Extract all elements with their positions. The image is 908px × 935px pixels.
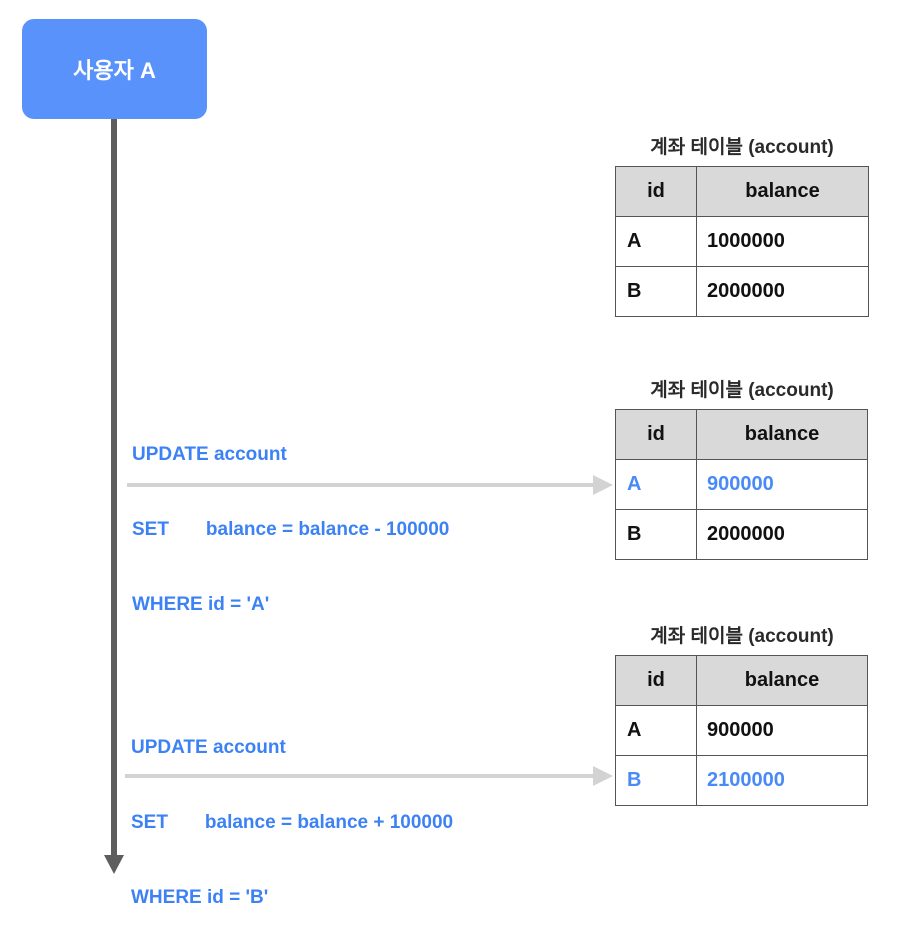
cell-balance: 1000000 (696, 216, 869, 267)
table-caption-3: 계좌 테이블 (account) (650, 626, 834, 647)
sql-statement-1: UPDATE account SET balance = balance - 1… (132, 392, 449, 642)
cell-balance: 2100000 (696, 755, 868, 806)
cell-balance: 2000000 (696, 266, 869, 317)
timeline-line (111, 119, 117, 857)
account-table-2: id balance A 900000 B 2000000 (615, 409, 868, 560)
cell-id: A (615, 216, 697, 267)
cell-id: B (615, 755, 697, 806)
column-header-id: id (615, 409, 697, 460)
table-row: A 900000 (615, 705, 868, 756)
table-row: A 1000000 (615, 216, 869, 267)
column-header-balance: balance (696, 166, 869, 217)
table-caption-2: 계좌 테이블 (account) (650, 380, 834, 401)
column-header-id: id (615, 166, 697, 217)
table-row: B 2100000 (615, 755, 868, 806)
user-a-box: 사용자 A (22, 19, 207, 119)
table-header-row: id balance (615, 655, 868, 706)
account-table-3: id balance A 900000 B 2100000 (615, 655, 868, 806)
arrow-line-2 (125, 774, 597, 778)
sql-line: SET balance = balance - 100000 (132, 519, 450, 540)
table-row: A 900000 (615, 459, 868, 510)
cell-balance: 900000 (696, 459, 868, 510)
table-header-row: id balance (615, 409, 868, 460)
arrow-line-1 (127, 483, 597, 487)
column-header-balance: balance (696, 655, 868, 706)
column-header-id: id (615, 655, 697, 706)
sql-line: WHERE id = 'B' (131, 887, 269, 908)
table-row: B 2000000 (615, 266, 869, 317)
cell-balance: 2000000 (696, 509, 868, 560)
user-a-label: 사용자 A (73, 58, 156, 83)
account-table-1: id balance A 1000000 B 2000000 (615, 166, 869, 317)
cell-balance: 900000 (696, 705, 868, 756)
table-header-row: id balance (615, 166, 869, 217)
arrow-right-icon (593, 766, 613, 786)
sql-line: UPDATE account (131, 737, 286, 758)
sql-line: SET balance = balance + 100000 (131, 812, 454, 833)
sql-line: UPDATE account (132, 444, 287, 465)
column-header-balance: balance (696, 409, 868, 460)
sql-statement-2: UPDATE account SET balance = balance + 1… (131, 685, 453, 935)
cell-id: B (615, 509, 697, 560)
sql-line: WHERE id = 'A' (132, 594, 270, 615)
table-caption-1: 계좌 테이블 (account) (650, 137, 834, 158)
table-row: B 2000000 (615, 509, 868, 560)
cell-id: A (615, 705, 697, 756)
cell-id: B (615, 266, 697, 317)
cell-id: A (615, 459, 697, 510)
arrow-right-icon (593, 475, 613, 495)
timeline-arrow-icon (104, 855, 124, 874)
